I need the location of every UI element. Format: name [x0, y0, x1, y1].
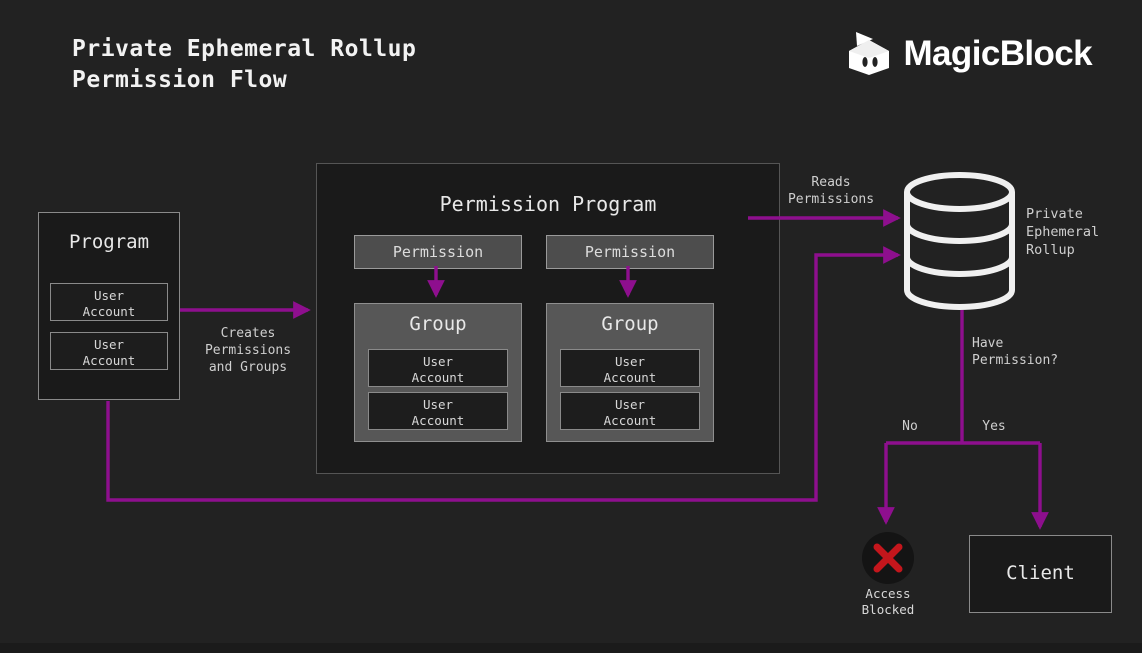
brand-logo: MagicBlock: [843, 30, 1093, 76]
permission-program-title: Permission Program: [439, 192, 657, 216]
magicblock-logo-icon: [848, 32, 889, 75]
program-title: Program: [68, 231, 150, 253]
rollup-label: Private Ephemeral Rollup: [1026, 205, 1142, 259]
page-title: Private Ephemeral Rollup Permission Flow: [72, 34, 416, 96]
edge-label-decision: Have Permission?: [972, 336, 1059, 368]
group-title: Group: [409, 313, 467, 335]
client-box[interactable]: Client: [969, 535, 1112, 613]
rollup-label-line3: Rollup: [1026, 242, 1075, 258]
edge-label-creates: Creates Permissions and Groups: [204, 326, 292, 375]
x-mark-icon: [873, 543, 903, 573]
edge-label-no: No: [902, 419, 918, 434]
group-title: Group: [601, 313, 659, 335]
permission-chip-2[interactable]: Permission: [546, 235, 714, 269]
user-account-label-line1: User: [614, 397, 646, 412]
permission-chip-label: Permission: [392, 243, 484, 261]
page-title-line1: Private Ephemeral Rollup: [72, 36, 417, 62]
permission-program-panel[interactable]: Permission Program Permission Permission…: [316, 163, 780, 474]
user-account-label-line2: Account: [603, 369, 657, 385]
access-blocked-label: Access Blocked: [822, 586, 954, 617]
edge-label-yes: Yes: [982, 419, 1006, 434]
user-account-label-line2: Account: [411, 369, 465, 385]
user-account-label-line1: User: [93, 288, 125, 303]
access-blocked-line2: Blocked: [861, 601, 915, 617]
edge-label-reads: Reads Permissions: [787, 175, 875, 207]
rollup-label-line1: Private: [1026, 206, 1083, 222]
rollup-label-line2: Ephemeral: [1026, 224, 1100, 240]
page-title-line2: Permission Flow: [72, 67, 288, 93]
database-cylinder-icon: [904, 172, 1015, 310]
user-account-label-line2: Account: [82, 352, 136, 368]
permission-chip-1[interactable]: Permission: [354, 235, 522, 269]
user-account-label-line1: User: [93, 337, 125, 352]
user-account-label-line1: User: [422, 397, 454, 412]
permission-chip-label: Permission: [584, 243, 676, 261]
access-blocked-line1: Access: [865, 586, 911, 601]
brand-wordmark: MagicBlock: [903, 33, 1093, 73]
user-account-label-line2: Account: [603, 412, 657, 428]
user-account-label-line2: Account: [82, 303, 136, 319]
client-label: Client: [1006, 562, 1075, 584]
user-account-label-line1: User: [422, 354, 454, 369]
bottom-strip: [0, 643, 1142, 653]
x-circle-icon: [862, 532, 914, 584]
user-account-label-line1: User: [614, 354, 646, 369]
user-account-label-line2: Account: [411, 412, 465, 428]
